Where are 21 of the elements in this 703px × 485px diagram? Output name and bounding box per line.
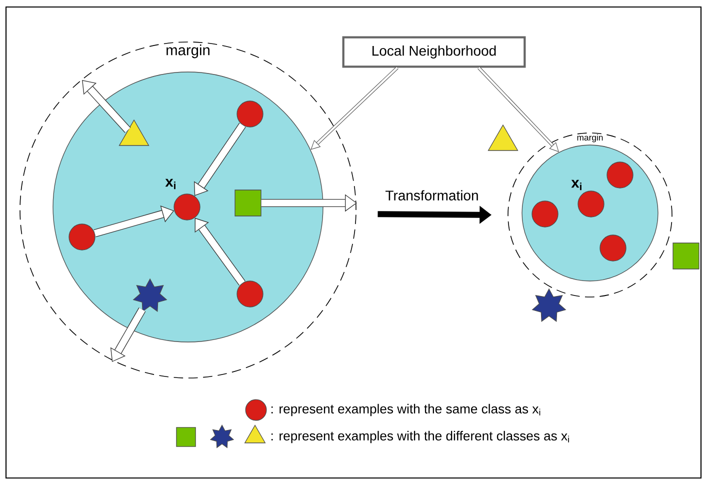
square-marker	[234, 190, 262, 216]
neighborhood-circle	[52, 72, 324, 342]
sample-dot	[68, 224, 96, 250]
square-marker	[672, 242, 700, 270]
callout-box: Local Neighborhood	[342, 36, 526, 68]
sample-dot	[600, 234, 626, 262]
sample-dot	[606, 162, 634, 188]
variable-label: x$_{i}$	[571, 180, 582, 190]
sample-dot	[578, 190, 604, 218]
arrow	[110, 308, 146, 362]
sample-dot	[174, 194, 200, 220]
legend-text: : represent examples with the same class as x$_{i}$	[271, 404, 540, 416]
arrow	[194, 218, 246, 286]
sample-dot	[236, 280, 264, 308]
variable-label: x$_{i}$	[165, 178, 176, 190]
legend-text: : represent examples with the different classes as x$_{i}$	[271, 430, 569, 444]
sample-dot	[236, 100, 264, 128]
arrow	[82, 80, 131, 133]
sample-dot	[532, 200, 558, 228]
leader-line	[310, 66, 398, 150]
edge-label: Transformation	[386, 190, 478, 200]
